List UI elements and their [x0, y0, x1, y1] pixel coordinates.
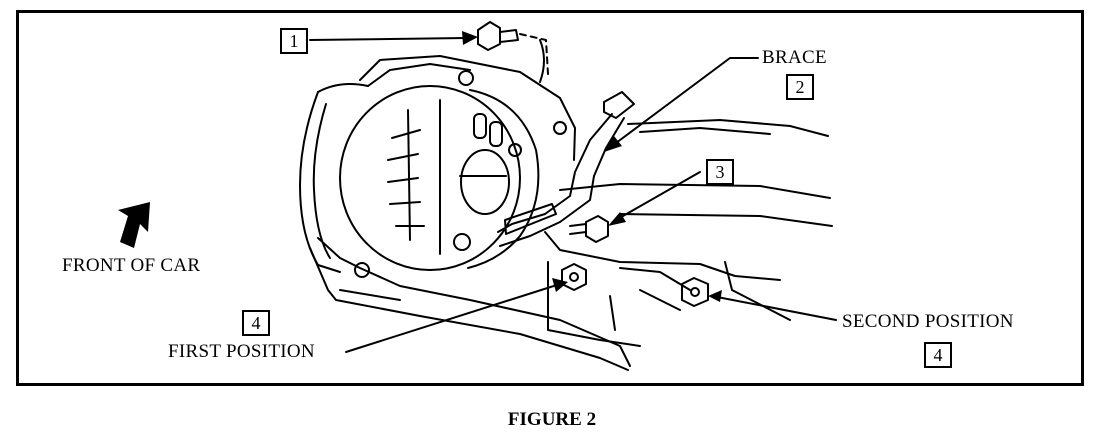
- arrowhead-second-position: [708, 290, 722, 302]
- callout-nut-first: 4: [242, 310, 270, 336]
- figure-frame: [16, 10, 1084, 386]
- label-first-position: FIRST POSITION: [168, 341, 315, 362]
- leader-brace: [611, 57, 759, 147]
- leader-first-position: [345, 283, 561, 353]
- leader-bolt-1: [309, 37, 467, 41]
- label-brace: BRACE: [762, 47, 827, 68]
- arrowhead-bolt-1: [462, 31, 478, 45]
- front-of-car-arrow-icon: [118, 202, 150, 248]
- callout-bolt-3: 3: [706, 159, 734, 185]
- arrowhead-bolt-3: [608, 212, 626, 226]
- label-front-of-car: FRONT OF CAR: [62, 255, 201, 276]
- label-second-position: SECOND POSITION: [842, 311, 1014, 332]
- engine-block: [544, 119, 833, 347]
- bolt-top: [477, 21, 519, 51]
- leader-bolt-3: [615, 171, 701, 221]
- arrowhead-brace: [604, 136, 622, 152]
- bolt-guide-line: [519, 33, 549, 75]
- arrowhead-first-position: [552, 278, 568, 292]
- bolt-brace: [569, 215, 609, 243]
- callout-nut-second: 4: [924, 342, 952, 368]
- nut-second-position: [681, 277, 709, 307]
- figure-caption: FIGURE 2: [507, 409, 597, 430]
- alternator: [299, 39, 576, 273]
- callout-bolt-1: 1: [280, 28, 308, 54]
- callout-brace: 2: [786, 74, 814, 100]
- nut-first-position: [561, 263, 587, 291]
- lower-bracket: [309, 237, 631, 371]
- leader-second-position: [711, 295, 837, 321]
- brace: [497, 91, 635, 247]
